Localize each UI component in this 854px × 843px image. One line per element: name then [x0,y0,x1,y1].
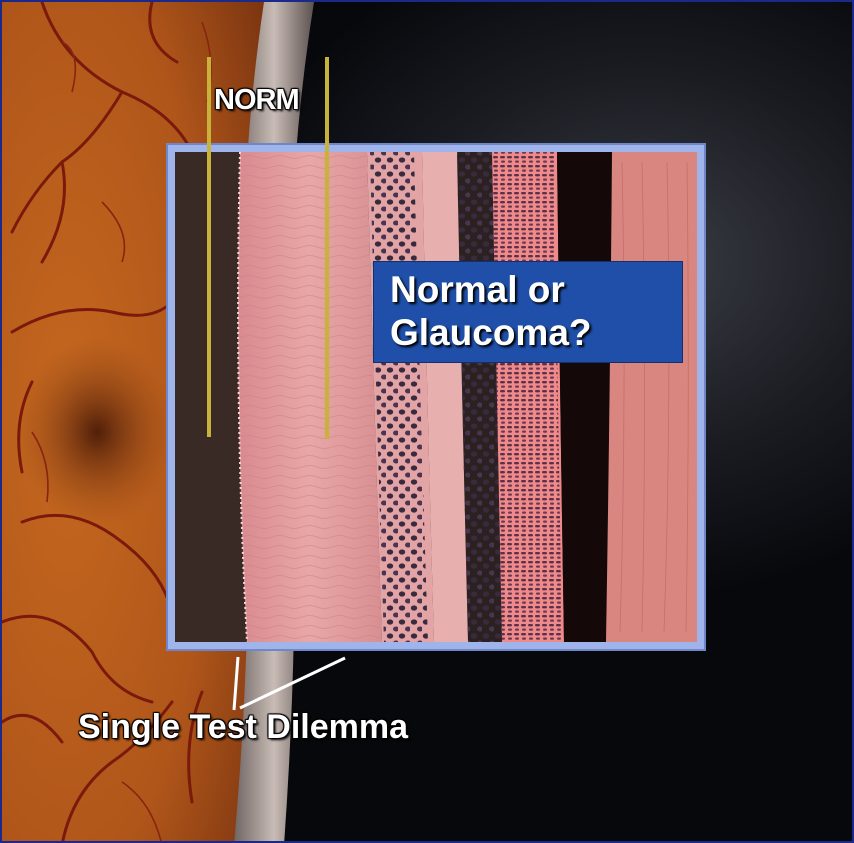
question-text: Normal or Glaucoma? [390,268,680,354]
macula-shadow [17,337,177,527]
retina-cross-section [175,152,697,642]
norm-label: NORM [214,84,299,117]
caption-text: Single Test Dilemma [78,708,408,747]
